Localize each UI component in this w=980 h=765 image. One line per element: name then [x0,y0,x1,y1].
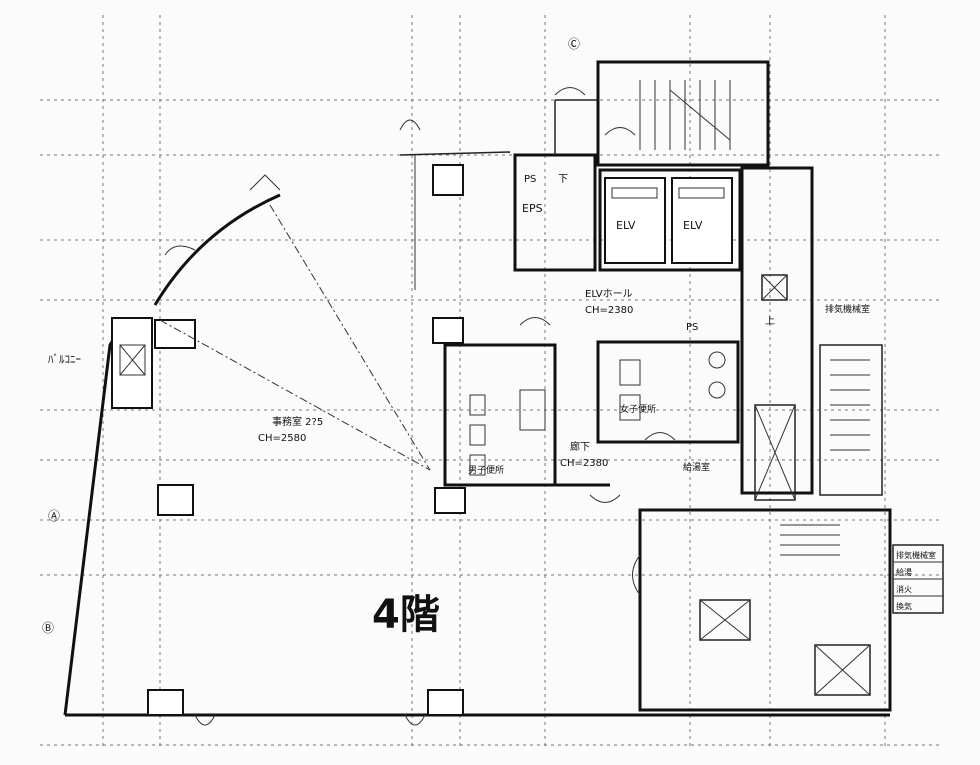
elevator-1-label: ELV [616,219,636,232]
stairs-down-label: 下 [558,174,568,185]
office-ceiling-height: CH=2580 [258,433,306,444]
door-swings [194,87,676,726]
grid-marker-b: Ⓑ [42,621,54,635]
corridor-label: 廊下 [570,440,590,453]
exhaust-room-label: 排気機械室 [825,303,870,315]
legend-item-2: 給湯 [896,567,912,577]
corridor-ceiling-height: CH=2380 [560,458,608,469]
office-label: 事務室 2?5 [272,415,323,428]
grid-marker-a: Ⓐ [48,509,60,523]
balcony-label: ﾊﾞﾙｺﾆｰ [48,353,81,366]
shafts [699,274,871,696]
elv-hall-ceiling-height: CH=2380 [585,305,633,316]
balcony-area [111,317,196,409]
elevator-shafts [604,177,733,264]
toilet-fixtures [469,351,726,476]
mens-toilet-label: 男子便所 [468,464,504,476]
elevator-2-label: ELV [683,219,703,232]
columns [147,164,466,716]
floor-title: 4階 [372,592,440,638]
ps-label-1: PS [524,174,536,185]
legend-item-1: 排気機械室 [896,550,936,560]
grid-marker-c: Ⓒ [568,37,580,51]
eps-label: EPS [522,202,543,215]
legend-item-3: 消火 [896,584,912,594]
right-stairs [780,344,883,556]
ps-label-2: PS [686,322,698,333]
core-walls [443,60,892,712]
legend [892,544,944,614]
dimension-lines [159,174,431,471]
kitchen-label: 給湯室 [683,461,710,473]
grid-lines [40,15,940,750]
outer-walls [63,151,890,717]
legend-item-4: 換気 [896,601,912,611]
elv-hall-label: ELVホール [585,288,633,300]
womens-toilet-label: 女子便所 [620,403,656,415]
top-stairs [604,80,731,150]
stairs-up-label: 上 [765,315,775,327]
